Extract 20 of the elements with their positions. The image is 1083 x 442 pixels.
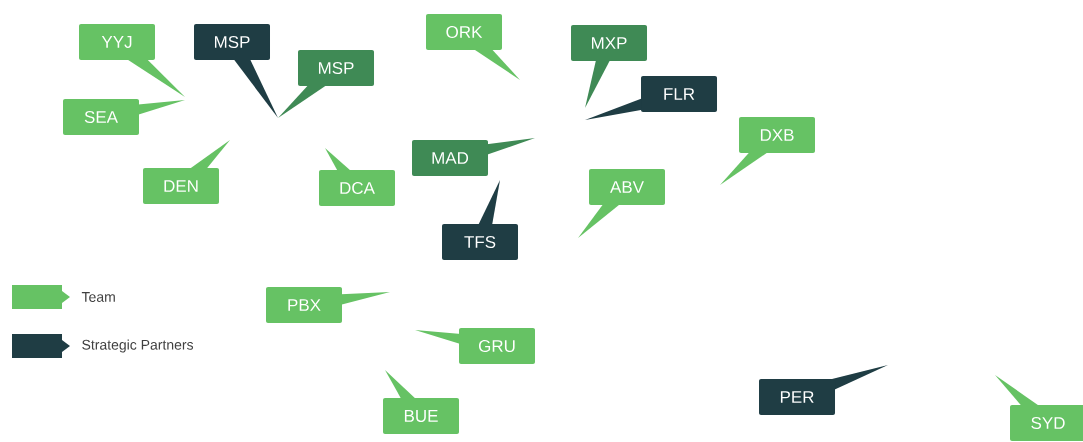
callout-bubble: DXB [720,117,815,185]
callout-bubble: SEA [63,99,185,135]
callout-bubble: FLR [585,76,717,120]
callout-bubble: MSP [194,24,278,118]
callout-bubble: YYJ [79,24,185,97]
callout-bubble: DCA [319,148,395,206]
callout-bubble: PER [759,365,888,415]
callout-bubble: ABV [578,169,665,238]
legend-label: Team [81,292,115,302]
callout-bubble: MAD [412,138,535,176]
callout-bubble: BUE [383,370,459,434]
callout-bubble: MXP [571,25,647,108]
callout-bubble: TFS [442,180,518,260]
callout-bubble: SYD [995,375,1083,441]
callout-bubble: PBX [266,287,390,323]
legend-label: Strategic Partners [82,339,194,353]
callout-bubble: GRU [415,328,535,364]
callout-bubble: DEN [143,140,230,204]
callout-bubble: ORK [426,14,520,80]
callout-bubble: MSP [278,50,374,118]
